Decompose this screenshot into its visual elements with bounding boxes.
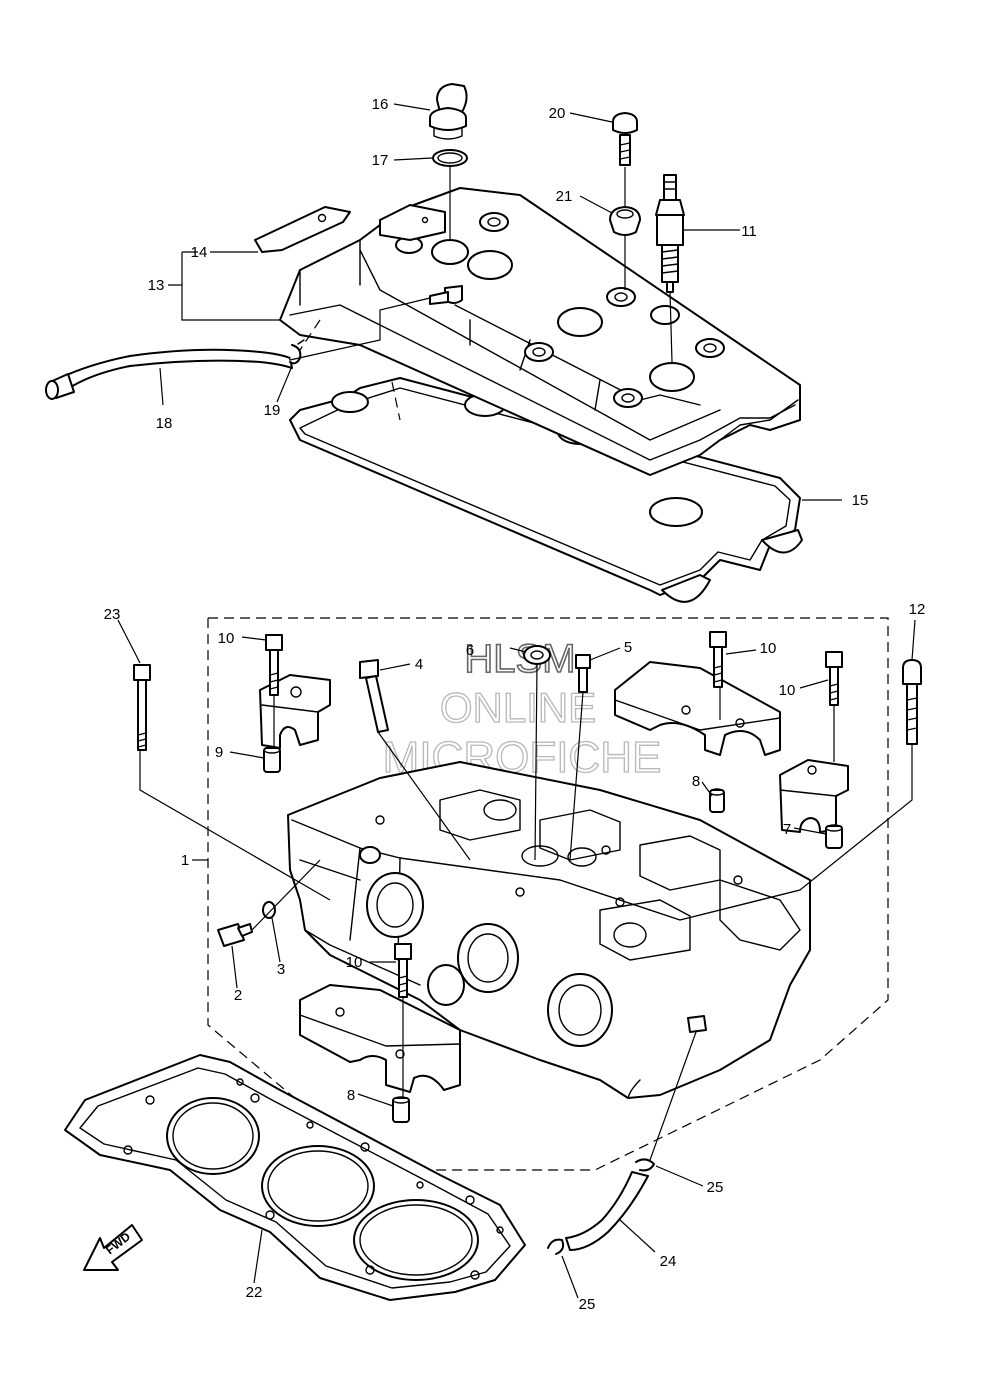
dowel-pin-7 bbox=[825, 824, 843, 849]
callout-22: 22 bbox=[246, 1284, 263, 1301]
callout-18: 18 bbox=[156, 415, 173, 432]
leader-lines bbox=[117, 103, 916, 1299]
oil-hose bbox=[565, 1171, 649, 1251]
callout-6: 6 bbox=[466, 642, 474, 659]
callout-5: 5 bbox=[624, 639, 632, 656]
callout-10-b: 10 bbox=[760, 640, 777, 657]
long-bolt-right bbox=[902, 659, 922, 745]
callout-8-a: 8 bbox=[692, 773, 700, 790]
callout-8-b: 8 bbox=[347, 1087, 355, 1104]
callout-10-d: 10 bbox=[346, 954, 363, 971]
callouts: 16 17 20 21 11 14 13 18 19 15 23 12 10 6… bbox=[104, 96, 926, 1313]
callout-10-c: 10 bbox=[779, 682, 796, 699]
breather-hose bbox=[45, 348, 293, 400]
oil-filler-cap bbox=[429, 83, 468, 140]
hose-clip-upper bbox=[635, 1158, 655, 1172]
washer-3 bbox=[262, 901, 276, 919]
callout-1: 1 bbox=[181, 852, 189, 869]
callout-7: 7 bbox=[783, 821, 791, 838]
callout-19: 19 bbox=[264, 402, 281, 419]
cam-cap-lower bbox=[299, 984, 461, 1093]
union-bolt-5 bbox=[575, 654, 591, 693]
callout-10-a: 10 bbox=[218, 630, 235, 647]
cover-bolt bbox=[612, 112, 638, 166]
head-cover bbox=[279, 187, 801, 476]
cylinder-head-gasket bbox=[64, 1054, 526, 1301]
watermark-line-2: ONLINE bbox=[440, 684, 596, 731]
callout-13: 13 bbox=[148, 277, 165, 294]
callout-4: 4 bbox=[415, 656, 423, 673]
fwd-arrow-icon: FWD bbox=[83, 1224, 143, 1271]
hose-clip-lower bbox=[547, 1238, 565, 1255]
callout-3: 3 bbox=[277, 961, 285, 978]
callout-15: 15 bbox=[852, 492, 869, 509]
cover-plate bbox=[254, 206, 351, 253]
plug-6 bbox=[523, 645, 551, 665]
grommet bbox=[609, 206, 641, 236]
callout-9: 9 bbox=[215, 744, 223, 761]
callout-11: 11 bbox=[741, 223, 757, 240]
cam-cap-bolt-c bbox=[825, 651, 843, 706]
watermark-line-1: HLSM bbox=[464, 637, 575, 681]
cam-cap-upper-right bbox=[614, 661, 781, 756]
callout-12: 12 bbox=[909, 601, 926, 618]
callout-20: 20 bbox=[549, 105, 566, 122]
cam-cap-bolt-d bbox=[394, 943, 412, 998]
callout-23: 23 bbox=[104, 606, 121, 623]
cam-cap-bolt-b bbox=[709, 631, 727, 688]
callout-21: 21 bbox=[556, 188, 573, 205]
dowel-pin-8-upper bbox=[709, 788, 725, 813]
head-cover-gasket bbox=[289, 377, 803, 603]
dowel-pin-9 bbox=[263, 746, 281, 773]
callout-16: 16 bbox=[372, 96, 389, 113]
assembly-boundary bbox=[207, 617, 889, 1171]
spark-plug bbox=[655, 174, 685, 293]
callout-14: 14 bbox=[191, 244, 208, 261]
long-bolt-left bbox=[133, 664, 151, 751]
dowel-pin-8-lower bbox=[392, 1096, 410, 1123]
pipe-fitting-4 bbox=[359, 659, 389, 733]
callout-17: 17 bbox=[372, 152, 389, 169]
callout-24: 24 bbox=[660, 1253, 677, 1270]
bolt-2 bbox=[217, 923, 253, 947]
callout-25-b: 25 bbox=[579, 1296, 596, 1313]
cam-cap-mid-right bbox=[779, 759, 849, 833]
callout-2: 2 bbox=[234, 987, 242, 1004]
callout-25-a: 25 bbox=[707, 1179, 724, 1196]
